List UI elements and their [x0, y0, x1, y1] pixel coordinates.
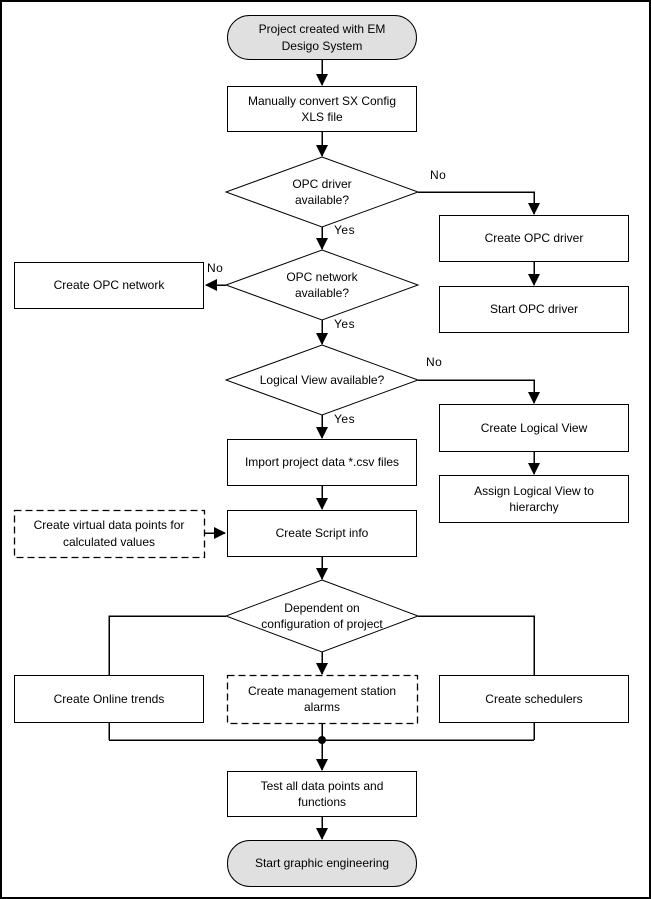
- node-assign-logical-view-label: Assign Logical View to hierarchy: [474, 483, 594, 514]
- node-convert-xls-label: Manually convert SX Config XLS file: [247, 93, 397, 124]
- decision-opc-network-shape: [224, 249, 420, 321]
- node-create-opc-network: Create OPC network: [14, 262, 204, 309]
- arrow-lines: [204, 59, 540, 840]
- node-import-csv-label: Import project data *.csv files: [244, 455, 400, 470]
- node-create-online-trends-label: Create Online trends: [53, 691, 165, 706]
- node-convert-xls: Manually convert SX Config XLS file: [227, 86, 417, 132]
- edge-no-to-create-logical-view: [418, 379, 540, 404]
- edge-label-no-logical-view: No: [426, 355, 443, 369]
- node-test-data-points: Test all data points and functions: [227, 771, 417, 817]
- decision-shapes: [224, 156, 420, 653]
- node-create-opc-network-label: Create OPC network: [53, 278, 165, 293]
- decision-logical-view-shape: [224, 344, 420, 416]
- edge-dependent-to-online-trends: [108, 615, 226, 675]
- edge-label-yes-opc-driver: Yes: [334, 223, 356, 237]
- node-create-logical-view-label: Create Logical View: [480, 420, 588, 435]
- node-assign-logical-view: Assign Logical View to hierarchy: [439, 475, 629, 523]
- node-start-label: Project created with EM Desigo System: [258, 22, 386, 53]
- edge-no-to-create-opc-driver: [418, 191, 540, 215]
- edge-label-yes-logical-view: Yes: [334, 412, 356, 426]
- node-create-opc-driver-label: Create OPC driver: [484, 231, 584, 246]
- node-create-logical-view: Create Logical View: [439, 404, 629, 452]
- node-start-opc-driver-label: Start OPC driver: [489, 302, 579, 317]
- node-create-schedulers: Create schedulers: [439, 675, 629, 723]
- node-create-online-trends: Create Online trends: [14, 675, 204, 723]
- node-create-virtual-points-shape: [13, 509, 206, 559]
- node-start-terminator: Project created with EM Desigo System: [227, 15, 417, 60]
- dashed-shapes: [13, 509, 419, 725]
- node-start-opc-driver: Start OPC driver: [439, 286, 629, 333]
- edge-label-no-opc-network: No: [207, 261, 224, 275]
- node-end-terminator: Start graphic engineering: [227, 840, 417, 887]
- merge-junction-dot: [318, 736, 326, 744]
- edge-label-yes-opc-network: Yes: [334, 317, 356, 331]
- node-create-script-info: Create Script info: [227, 510, 417, 557]
- edge-dependent-to-schedulers: [418, 615, 535, 675]
- decision-opc-driver-shape: [224, 156, 420, 228]
- node-test-data-points-label: Test all data points and functions: [260, 778, 384, 809]
- node-import-csv: Import project data *.csv files: [227, 439, 417, 486]
- decision-dependent-config-shape: [224, 579, 420, 653]
- node-create-script-info-label: Create Script info: [275, 526, 369, 541]
- edge-label-no-opc-driver: No: [430, 168, 447, 182]
- node-create-opc-driver: Create OPC driver: [439, 215, 629, 262]
- node-create-schedulers-label: Create schedulers: [485, 691, 583, 706]
- node-end-label: Start graphic engineering: [254, 856, 390, 871]
- node-create-mgmt-alarms-shape: [226, 674, 419, 725]
